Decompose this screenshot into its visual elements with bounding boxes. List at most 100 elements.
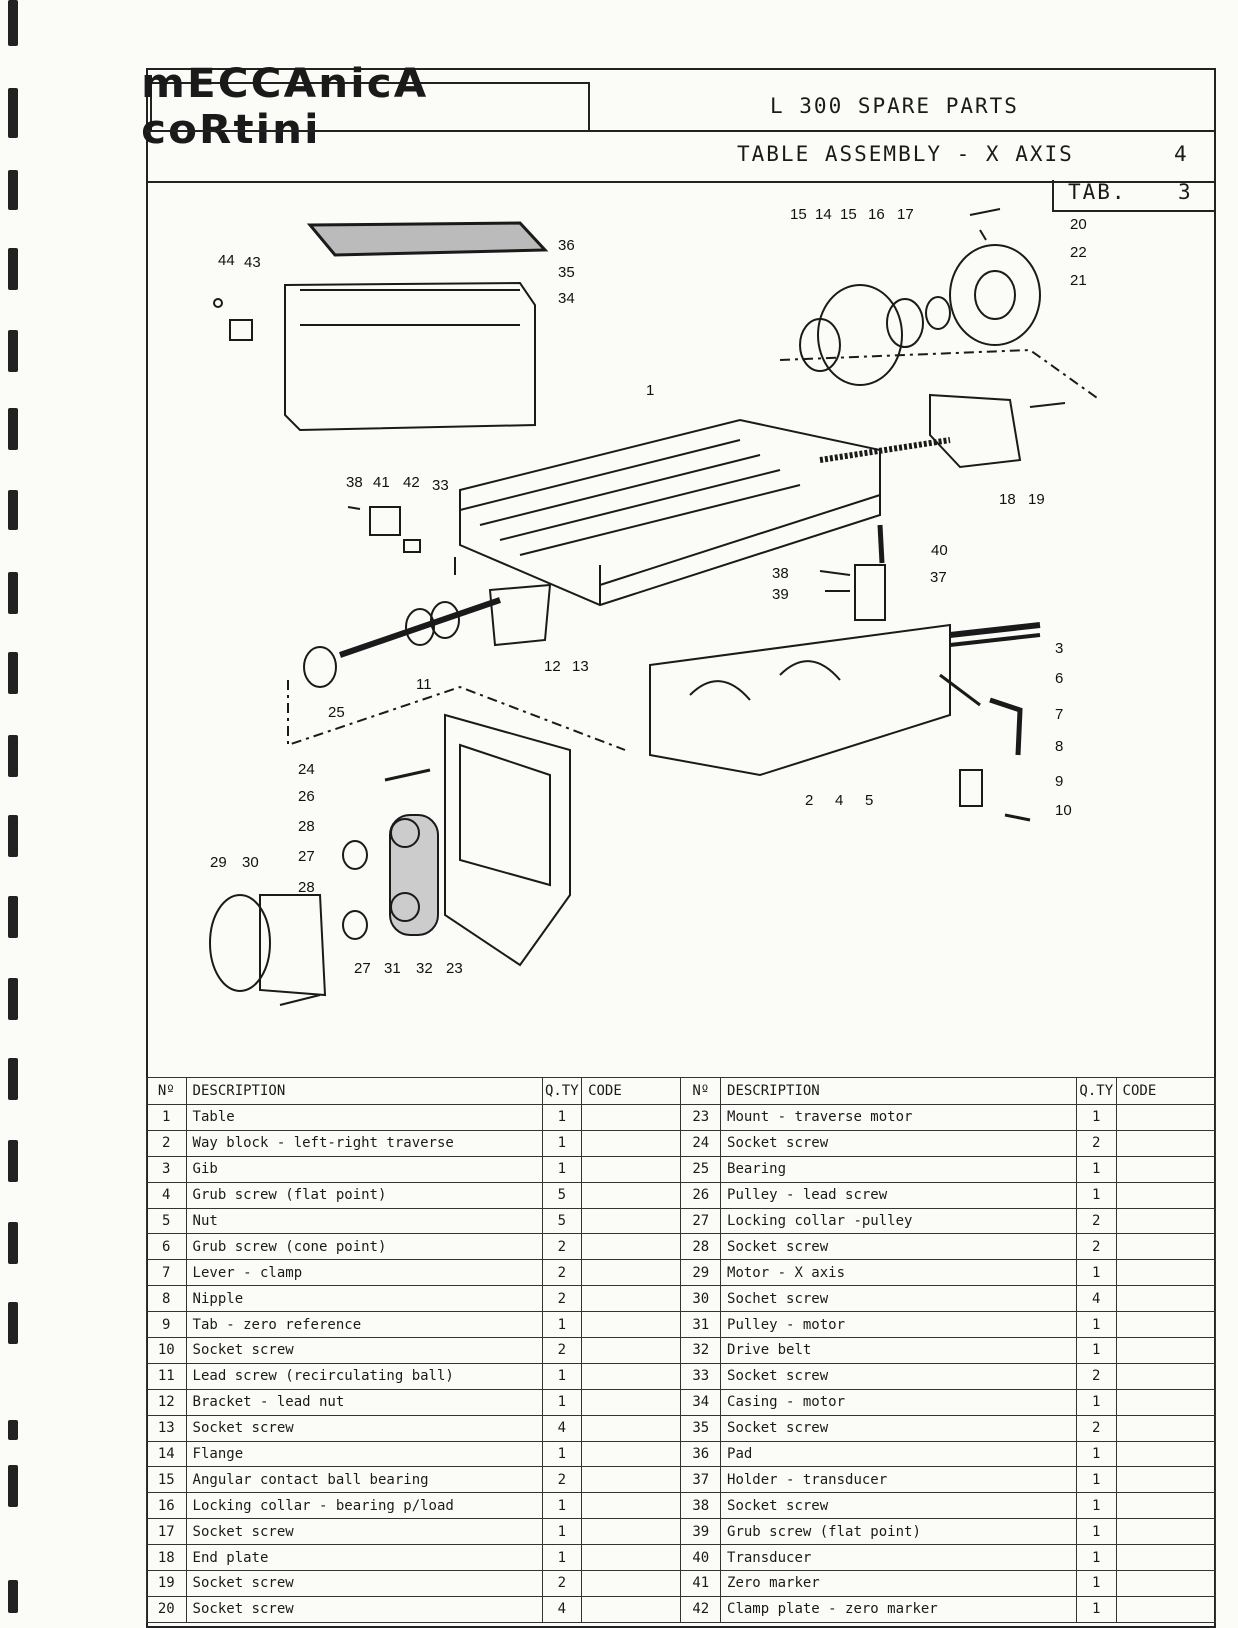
col-code-left: CODE [581,1077,682,1105]
end-plate-18-part [929,393,1022,469]
part-code-right [1115,1311,1217,1339]
part-description-right: Bearing [720,1155,1077,1183]
part-no-right: 29 [680,1259,722,1287]
part-no-right: 28 [680,1233,722,1261]
callout-32: 32 [416,960,433,977]
motor-casing-part [284,281,536,432]
part-qty-right: 1 [1076,1337,1117,1364]
part-qty-right: 1 [1076,1466,1117,1494]
callout-6: 6 [1055,670,1063,687]
part-code-left [581,1129,682,1157]
part-code-left [581,1259,682,1287]
motor-mount-23-part [444,713,571,967]
part-code-left [581,1466,682,1494]
part-no-right: 35 [680,1414,722,1442]
part-code-right [1115,1518,1217,1546]
part-no-left: 19 [146,1570,187,1597]
callout-42: 42 [403,474,420,491]
callout-43: 43 [244,254,261,271]
part-code-right [1115,1233,1217,1261]
part-description-right: Pulley - motor [720,1311,1077,1339]
callout-3: 3 [1055,640,1063,657]
part-no-left: 16 [146,1492,187,1520]
part-description-right: Pad [720,1440,1077,1468]
part-description-right: Pulley - lead screw [720,1181,1077,1209]
part-description-right: Drive belt [720,1337,1077,1364]
part-description-left: End plate [185,1544,543,1572]
part-qty-right: 1 [1076,1155,1117,1183]
part-no-left: 14 [146,1440,187,1468]
bracket-43-part [229,319,253,341]
part-qty-left: 2 [541,1259,583,1287]
part-code-right [1115,1285,1217,1313]
part-code-right [1115,1207,1217,1235]
drawing-parts [209,208,1101,1006]
part-code-right [1115,1129,1217,1157]
part-no-left: 15 [146,1466,187,1494]
part-code-left [581,1544,682,1572]
part-no-left: 1 [146,1104,187,1131]
zero-marker-41-part [369,506,401,536]
part-qty-left: 2 [541,1337,583,1364]
callout-15a: 15 [790,206,807,223]
callout-labels: 1 2 3 4 5 6 7 8 9 10 11 12 13 14 15 15 1… [210,206,1087,977]
part-no-left: 4 [146,1181,187,1209]
part-description-right: Mount - traverse motor [720,1104,1077,1131]
callout-35: 35 [558,264,575,281]
part-qty-left: 1 [541,1311,583,1339]
callout-16: 16 [868,206,885,223]
part-code-right [1115,1181,1217,1209]
header-divider [146,181,1216,183]
callout-27a: 27 [298,848,315,865]
part-no-right: 39 [680,1518,722,1546]
part-description-left: Grub screw (cone point) [185,1233,543,1261]
transducer-40-part [877,524,885,564]
part-code-right [1115,1595,1217,1623]
callout-12: 12 [544,658,561,675]
part-code-left [581,1414,682,1442]
motor-29-part [259,894,327,997]
part-code-left [581,1104,682,1131]
part-no-right: 37 [680,1466,722,1494]
part-description-left: Grub screw (flat point) [185,1181,543,1209]
section-title: TABLE ASSEMBLY - X AXIS [737,142,1074,166]
part-no-right: 40 [680,1544,722,1572]
part-qty-left: 2 [541,1233,583,1261]
binder-holes [0,0,60,1613]
part-qty-left: 1 [541,1129,583,1157]
part-no-left: 13 [146,1414,187,1442]
part-description-left: Gib [185,1155,543,1183]
brand-logo-box: mECCAnicA coRtini [141,61,590,153]
part-no-left: 6 [146,1233,187,1261]
part-description-left: Socket screw [185,1518,543,1546]
col-description-left: DESCRIPTION [185,1077,543,1105]
part-code-left [581,1181,682,1209]
parts-list-table: Nº DESCRIPTION Q.TY CODE Nº DESCRIPTION … [146,1077,1217,1623]
part-qty-right: 2 [1076,1362,1117,1390]
part-description-right: Holder - transducer [720,1466,1077,1494]
callout-23: 23 [446,960,463,977]
part-no-right: 23 [680,1104,722,1131]
callout-30: 30 [242,854,259,871]
callout-9: 9 [1055,773,1063,790]
part-no-right: 42 [680,1595,722,1623]
part-no-left: 3 [146,1155,187,1183]
col-qty-right: Q.TY [1076,1077,1117,1105]
callout-40: 40 [931,542,948,559]
callout-38b: 38 [772,565,789,582]
pulley-31-part [390,892,420,922]
part-qty-left: 1 [541,1388,583,1416]
part-qty-left: 1 [541,1362,583,1390]
part-qty-right: 1 [1076,1311,1117,1339]
part-description-right: Socket screw [720,1129,1077,1157]
